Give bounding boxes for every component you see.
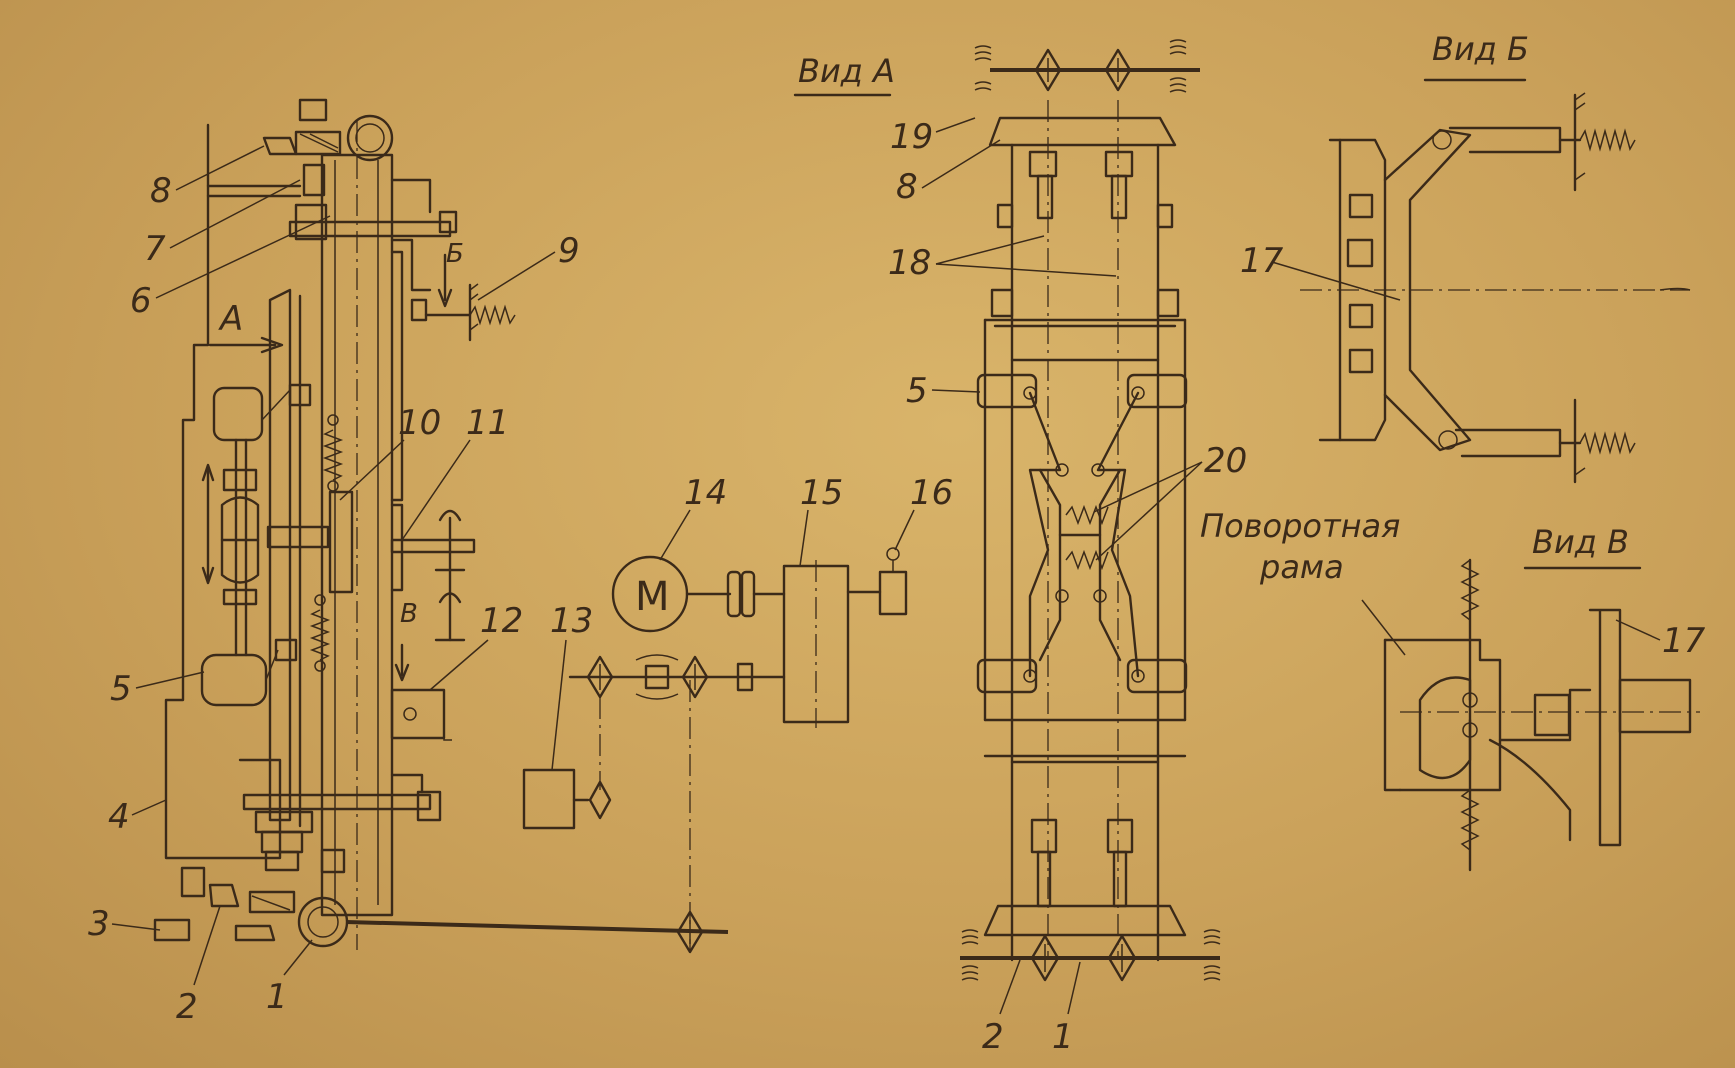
callout-18: 18 — [888, 243, 931, 283]
callout-2: 2 — [176, 987, 198, 1027]
callouts-view-a: 19 8 18 5 20 2 1 — [888, 117, 1247, 1057]
callout-13: 13 — [550, 601, 593, 641]
callouts-left: 1 2 3 4 5 6 7 8 9 10 11 12 — [88, 145, 580, 1027]
callout-19: 19 — [890, 117, 933, 157]
motor-symbol: М — [635, 574, 670, 620]
callout-10: 10 — [398, 403, 441, 443]
callout-12: 12 — [480, 601, 523, 641]
arrow-v-label: В — [400, 599, 418, 629]
callout-20: 20 — [1204, 441, 1247, 481]
side-view — [153, 98, 729, 954]
view-a — [793, 39, 1221, 982]
view-a-title: Вид А — [798, 52, 895, 90]
callout-17-view-v: 17 — [1662, 621, 1706, 661]
callout-8-view-a: 8 — [896, 167, 918, 207]
view-b-title: Вид Б — [1432, 30, 1529, 68]
callout-17-view-b: 17 — [1240, 241, 1284, 281]
callout-5: 5 — [110, 669, 132, 709]
callout-4: 4 — [108, 797, 130, 837]
arrow-b-label: Б — [446, 239, 464, 269]
callout-9: 9 — [558, 231, 580, 271]
callout-5-view-a: 5 — [906, 371, 928, 411]
callout-1: 1 — [266, 977, 288, 1017]
view-v-title: Вид В — [1532, 523, 1629, 561]
rotary-frame-label-line2: рама — [1259, 548, 1344, 586]
drive-unit: М — [522, 547, 908, 830]
callouts-drive: 13 14 15 16 — [550, 473, 953, 771]
view-b — [1300, 78, 1691, 484]
callouts-view-v: 17 — [1615, 619, 1706, 661]
view-v — [1361, 558, 1700, 872]
callouts-view-b: 17 — [1240, 241, 1401, 301]
callout-11: 11 — [466, 403, 509, 443]
callout-7: 7 — [144, 229, 166, 269]
callout-15: 15 — [800, 473, 843, 513]
callout-6: 6 — [130, 281, 152, 321]
callout-1-view-a: 1 — [1052, 1017, 1074, 1057]
callout-2-view-a: 2 — [982, 1017, 1004, 1057]
callout-3: 3 — [88, 904, 110, 944]
callout-16: 16 — [910, 473, 953, 513]
callout-8: 8 — [150, 171, 172, 211]
rotary-frame-label-line1: Поворотная — [1200, 507, 1400, 545]
callout-14: 14 — [684, 473, 727, 513]
arrow-a-label: А — [218, 299, 243, 339]
